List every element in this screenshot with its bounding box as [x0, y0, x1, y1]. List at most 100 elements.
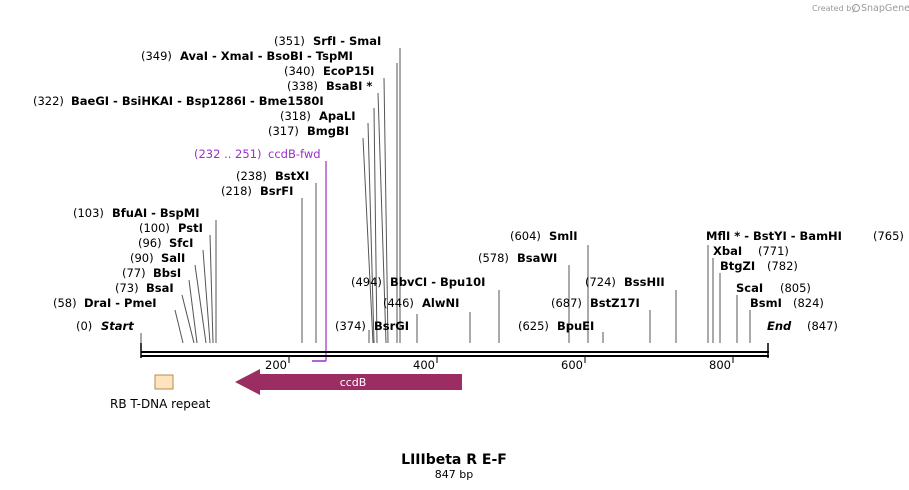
site-label[interactable]: (58) DraI - PmeI — [53, 296, 157, 310]
svg-text:(73): (73) — [115, 281, 139, 295]
svg-text:BsrFI: BsrFI — [260, 184, 293, 198]
snapgene-credit: Created by SnapGene — [812, 3, 909, 14]
svg-text:(322): (322) — [33, 94, 64, 108]
svg-text:SmlI: SmlI — [549, 229, 578, 243]
map-length: 847 bp — [435, 468, 473, 481]
credit-brand: SnapGene — [861, 3, 909, 14]
site-label[interactable]: (238) BstXI — [236, 169, 309, 183]
svg-text:BaeGI - BsiHKAI - Bsp1286I: BaeGI - BsiHKAI - Bsp1286I - Bme1580I — [71, 94, 324, 108]
ruler-tick-label: 400 — [413, 358, 435, 372]
svg-text:(238): (238) — [236, 169, 267, 183]
primer-name: ccdB-fwd — [268, 147, 321, 161]
svg-text:(318): (318) — [280, 109, 311, 123]
site-leader-lines — [140, 48, 751, 344]
svg-text:BpuEI: BpuEI — [557, 319, 594, 333]
svg-text:XbaI: XbaI — [713, 244, 742, 258]
rb-label: RB T-DNA repeat — [110, 397, 211, 411]
site-label[interactable]: (77) BbsI — [122, 266, 181, 280]
site-label[interactable]: (322) BaeGI - BsiHKAI - Bsp1286I - Bme15… — [33, 94, 324, 108]
ruler-tick-label: 200 — [265, 358, 287, 372]
site-label[interactable]: (218) BsrFI — [221, 184, 293, 198]
site-label[interactable]: (604) SmlI — [510, 229, 578, 243]
site-label[interactable]: (687) BstZ17I — [551, 296, 640, 310]
svg-text:BsmI: BsmI — [750, 296, 782, 310]
site-label[interactable]: (100) PstI — [139, 221, 203, 235]
svg-text:(604): (604) — [510, 229, 541, 243]
svg-text:(494): (494) — [351, 275, 382, 289]
svg-text:BbsI: BbsI — [153, 266, 181, 280]
svg-text:(340): (340) — [284, 64, 315, 78]
site-label[interactable]: XbaI (771) — [713, 244, 789, 258]
svg-text:(625): (625) — [518, 319, 549, 333]
svg-text:PstI: PstI — [178, 221, 203, 235]
site-label[interactable]: (374) BsrGI — [335, 319, 409, 333]
end-label: End — [767, 319, 792, 333]
svg-text:DraI - PmeI: DraI - PmeI — [84, 296, 157, 310]
svg-text:(58): (58) — [53, 296, 77, 310]
svg-text:AlwNI: AlwNI — [422, 296, 459, 310]
site-label[interactable]: (578) BsaWI — [478, 251, 557, 265]
site-label[interactable]: (317) BmgBI — [268, 124, 349, 138]
svg-text:(446): (446) — [383, 296, 414, 310]
site-label[interactable]: BtgZI (782) — [720, 259, 798, 273]
site-label[interactable]: (338) BsaBI * — [287, 79, 372, 93]
svg-text:(338): (338) — [287, 79, 318, 93]
enzyme-labels: (351) SrfI - SmaI (349) AvaI - XmaI - Bs… — [33, 34, 904, 333]
site-label[interactable]: (625) BpuEI — [518, 319, 594, 333]
site-label[interactable]: (96) SfcI — [138, 236, 193, 250]
rb-box[interactable] — [154, 374, 174, 390]
svg-text:EcoP15I: EcoP15I — [323, 64, 374, 78]
svg-text:BssHII: BssHII — [624, 275, 665, 289]
svg-text:BmgBI: BmgBI — [307, 124, 349, 138]
svg-text:BsaWI: BsaWI — [517, 251, 557, 265]
svg-text:(782): (782) — [767, 259, 798, 273]
site-label[interactable]: (103) BfuAI - BspMI — [73, 206, 199, 220]
svg-text:(90): (90) — [130, 251, 154, 265]
svg-text:SfcI: SfcI — [169, 236, 193, 250]
start-label: Start — [101, 319, 134, 333]
svg-text:(96): (96) — [138, 236, 162, 250]
svg-text:BbvCI - Bpu10I: BbvCI - Bpu10I — [390, 275, 485, 289]
svg-text:(374): (374) — [335, 319, 366, 333]
site-label[interactable]: ScaI (805) — [736, 281, 811, 295]
feature-ccdb[interactable]: ccdB — [235, 369, 462, 395]
ccdb-label: ccdB — [340, 376, 367, 389]
svg-text:(771): (771) — [758, 244, 789, 258]
primer-ccdb-fwd[interactable]: (232 .. 251) ccdB-fwd — [194, 147, 327, 362]
site-label[interactable]: BsmI (824) — [750, 296, 824, 310]
svg-text:ApaLI: ApaLI — [319, 109, 356, 123]
end-position: (847) — [807, 319, 838, 333]
site-label[interactable]: (724) BssHII — [585, 275, 665, 289]
dna-backbone[interactable] — [140, 343, 769, 358]
credit-prefix: Created by — [812, 4, 856, 13]
end-marker: End (847) — [767, 319, 838, 333]
svg-text:(351): (351) — [274, 34, 305, 48]
site-label[interactable]: (73) BsaI — [115, 281, 174, 295]
site-label[interactable]: (340) EcoP15I — [284, 64, 374, 78]
ccdb-arrow[interactable] — [235, 369, 462, 395]
svg-text:(100): (100) — [139, 221, 170, 235]
site-label[interactable]: (349) AvaI - XmaI - BsoBI - TspMI — [141, 49, 353, 63]
svg-text:(218): (218) — [221, 184, 252, 198]
start-marker: (0) Start — [76, 319, 134, 333]
svg-text:SrfI - SmaI: SrfI - SmaI — [313, 34, 381, 48]
svg-text:(687): (687) — [551, 296, 582, 310]
svg-text:MflI * - BstYI - BamHI: MflI * - BstYI - BamHI — [706, 229, 842, 243]
feature-rb-tdna-repeat[interactable]: RB T-DNA repeat — [110, 374, 211, 411]
svg-text:ScaI: ScaI — [736, 281, 763, 295]
svg-text:(765): (765) — [873, 229, 904, 243]
svg-text:BstXI: BstXI — [275, 169, 309, 183]
site-label[interactable]: (90) SalI — [130, 251, 185, 265]
primer-position: (232 .. 251) — [194, 147, 262, 161]
svg-text:AvaI - XmaI - BsoBI - TspMI: AvaI - XmaI - BsoBI - TspMI — [180, 49, 353, 63]
site-label[interactable]: (318) ApaLI — [280, 109, 356, 123]
svg-text:SalI: SalI — [161, 251, 185, 265]
snapgene-logo-icon — [852, 4, 860, 12]
site-label[interactable]: (351) SrfI - SmaI — [274, 34, 381, 48]
start-position: (0) — [76, 319, 92, 333]
site-label[interactable]: MflI * - BstYI - BamHI (765) — [706, 229, 904, 243]
site-label[interactable]: (446) AlwNI — [383, 296, 459, 310]
svg-text:(77): (77) — [122, 266, 146, 280]
site-label[interactable]: (494) BbvCI - Bpu10I — [351, 275, 485, 289]
svg-text:(805): (805) — [780, 281, 811, 295]
